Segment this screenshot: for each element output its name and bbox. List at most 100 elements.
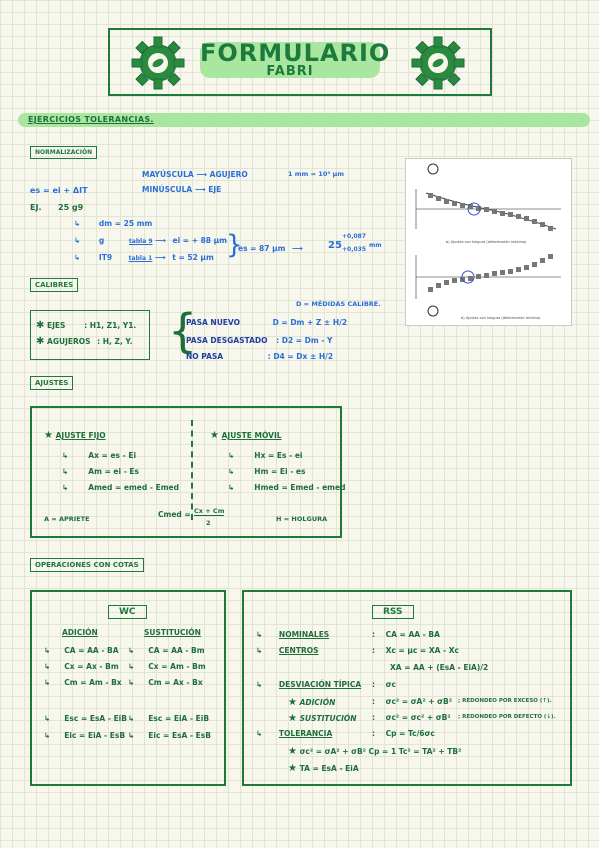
gear-icon [131, 36, 185, 90]
arrow-icon: ⟶ [155, 236, 166, 245]
cmed-formula: Cmed = Cx + Cm 2 [158, 507, 225, 527]
title-banner [108, 28, 492, 96]
adicion2-note: ; REDONDEO POR EXCESO (↑). [458, 698, 552, 704]
rss-nominales: ↳ NOMINALES [256, 630, 329, 639]
rss-adicion: ★ ADICIÓN [288, 697, 335, 708]
sust2-text: SUSTITUCIÓN [299, 714, 357, 723]
minus-label: MINÚSCULA ⟶ EJE [142, 185, 221, 194]
wc-s1: ↳ CA = AA - Bm [128, 646, 205, 655]
ej-value: 25 g9 [58, 203, 84, 212]
tol-row3: ★ TA = EsA - EiA [288, 763, 359, 774]
arrow-icon: ↳ [44, 662, 51, 671]
wc-s1-text: CA = AA - Bm [148, 646, 205, 655]
fijo-f1: ↳Ax = es - Ei [62, 451, 136, 460]
centros-f: Xc = μc = XA - Xc [385, 646, 459, 655]
wc-a3-text: Cm = Am - Bx [64, 678, 122, 687]
star-icon: ✱ [36, 320, 45, 331]
rss-desv: ↳ DESVIACIÓN TÍPICA [256, 680, 361, 689]
agujeros-row: ✱ AGUJEROS : H, Z, Y. [36, 336, 132, 347]
wc-a4: ↳ Esc = EsA - EiB [44, 714, 127, 723]
rss-sust: ★ SUSTITUCIÓN [288, 713, 357, 724]
result-unit: mm [369, 242, 382, 249]
nominales-f: CA = AA - BA [385, 630, 440, 639]
tag-calibres: CALIBRES [30, 278, 79, 292]
ajuste-fijo-text: AJUSTE FIJO [55, 431, 106, 440]
arrow-icon: ↳ [128, 714, 135, 723]
wc-title: WC [108, 605, 147, 619]
calibres-box [30, 310, 150, 360]
star-icon: ★ [288, 763, 297, 774]
agujeros-vals: : H, Z, Y. [97, 337, 133, 346]
movil-m2-text: Hm = Ei - es [254, 467, 306, 476]
arrow-icon: ↳ [256, 646, 263, 655]
row-it-text: IT9 [98, 253, 113, 262]
pasa-nuevo: PASA NUEVO [186, 318, 240, 327]
centros-formula-2: XA = AA + (EsA - EiA)/2 [390, 663, 489, 672]
arrow-icon: ↳ [228, 467, 235, 476]
arrow-icon: ↳ [44, 731, 51, 740]
result-sup: +0,087 [342, 233, 367, 240]
pasa-desg: PASA DESGASTADO [186, 336, 268, 345]
ajustes-box [30, 406, 342, 538]
arrow-icon: ↳ [62, 483, 69, 492]
brace: } [226, 230, 243, 260]
d-note: D = MÉDIDAS CALIBRE. [296, 300, 381, 308]
es-text: es = 87 μm [238, 244, 286, 253]
arrow-icon: ↳ [74, 219, 81, 228]
desv-f: σc [385, 680, 396, 689]
arrow-icon: ↳ [74, 236, 81, 245]
wc-a5: ↳Eic = EiA - EsB [44, 731, 125, 740]
wc-a2-text: Cx = Ax - Bm [64, 662, 119, 671]
ajustes-divider [191, 420, 193, 520]
fijo-f1-text: Ax = es - Ei [88, 451, 137, 460]
mayus-label: MAYÚSCULA ⟶ AGUJERO [142, 170, 248, 179]
arrow-icon: ↳ [44, 678, 51, 687]
tag-ajustes: AJUSTES [30, 376, 74, 390]
mayus-text: MAYÚSCULA [142, 170, 194, 179]
fijo-f2: ↳ Am = ei - Es [62, 467, 139, 476]
movil-m2: ↳ Hm = Ei - es [228, 467, 305, 476]
section-title: EJERCICIOS TOLERANCIAS. [28, 115, 154, 124]
pasa-nuevo-formula: D = Dm + Z ± H/2 [272, 318, 348, 327]
rss-tol: ↳ TOLERANCIA [256, 729, 332, 738]
arrow-it: ↳ IT9 tabla 1 ⟶ t = 52 μm [74, 253, 214, 262]
wc-a4-text: Esc = EsA - EiB [64, 714, 127, 723]
ajuste-movil-text: AJUSTE MÓVIL [221, 431, 282, 440]
desv-text: DESVIACIÓN TÍPICA [278, 680, 362, 689]
result-sub: +0,035 [342, 246, 367, 253]
minus-text: MINÚSCULA [142, 185, 193, 194]
arrow-icon: ↳ [74, 253, 81, 262]
cmed-num: Cx + Cm [194, 507, 225, 516]
tol-text: TOLERANCIA [278, 729, 333, 738]
adicion2-formula: : σc² = σA² + σB² [372, 697, 452, 706]
no-pasa-row: NO PASA : D4 = Dx ± H/2 [186, 352, 333, 361]
wc-s3-text: Cm = Ax - Bx [148, 678, 203, 687]
wc-s2: ↳Cx = Am - Bm [128, 662, 206, 671]
eje-text: EJE [208, 185, 222, 194]
wc-s5: ↳Eic = EsA - EsB [128, 731, 211, 740]
arrow-icon: ⟶ [154, 253, 166, 262]
ei-text: ei = + 88 μm [172, 236, 227, 245]
centros-formula: : Xc = μc = XA - Xc [372, 646, 459, 655]
arrow-icon: ↳ [128, 646, 135, 655]
tol-f2: σc² = σA² + σB² Cp = 1 Tc² = TA² + TB² [299, 747, 462, 756]
no-pasa-formula: : D4 = Dx ± H/2 [267, 352, 334, 361]
agujero-text: AGUJERO [209, 170, 248, 179]
adicion2-text: ADICIÓN [299, 698, 336, 707]
result-base: 25 [328, 240, 342, 251]
arrow-icon: ↳ [62, 467, 69, 476]
ajuste-movil-header: ★ AJUSTE MÓVIL [210, 430, 282, 441]
fijo-f2-text: Am = ei - Es [88, 467, 140, 476]
arrow-icon: ↳ [228, 451, 235, 460]
arrow-g: ↳ g tabla 9 ⟶ ei = + 88 μm [74, 236, 227, 245]
arrow-icon: ↳ [128, 662, 135, 671]
arrow-icon: ↳ [256, 729, 263, 738]
arrow-icon: ↳ [256, 630, 263, 639]
arrow-icon: ↳ [44, 714, 51, 723]
arrow-icon: ⟶ [194, 185, 209, 194]
tag-operaciones: OPERACIONES CON COTAS [30, 558, 144, 572]
nominales-text: NOMINALES [278, 630, 330, 639]
title-highlight [200, 42, 380, 78]
apriete: A = APRIETE [44, 515, 90, 523]
sust2-f: σc² = σc² + σB² [385, 713, 451, 722]
